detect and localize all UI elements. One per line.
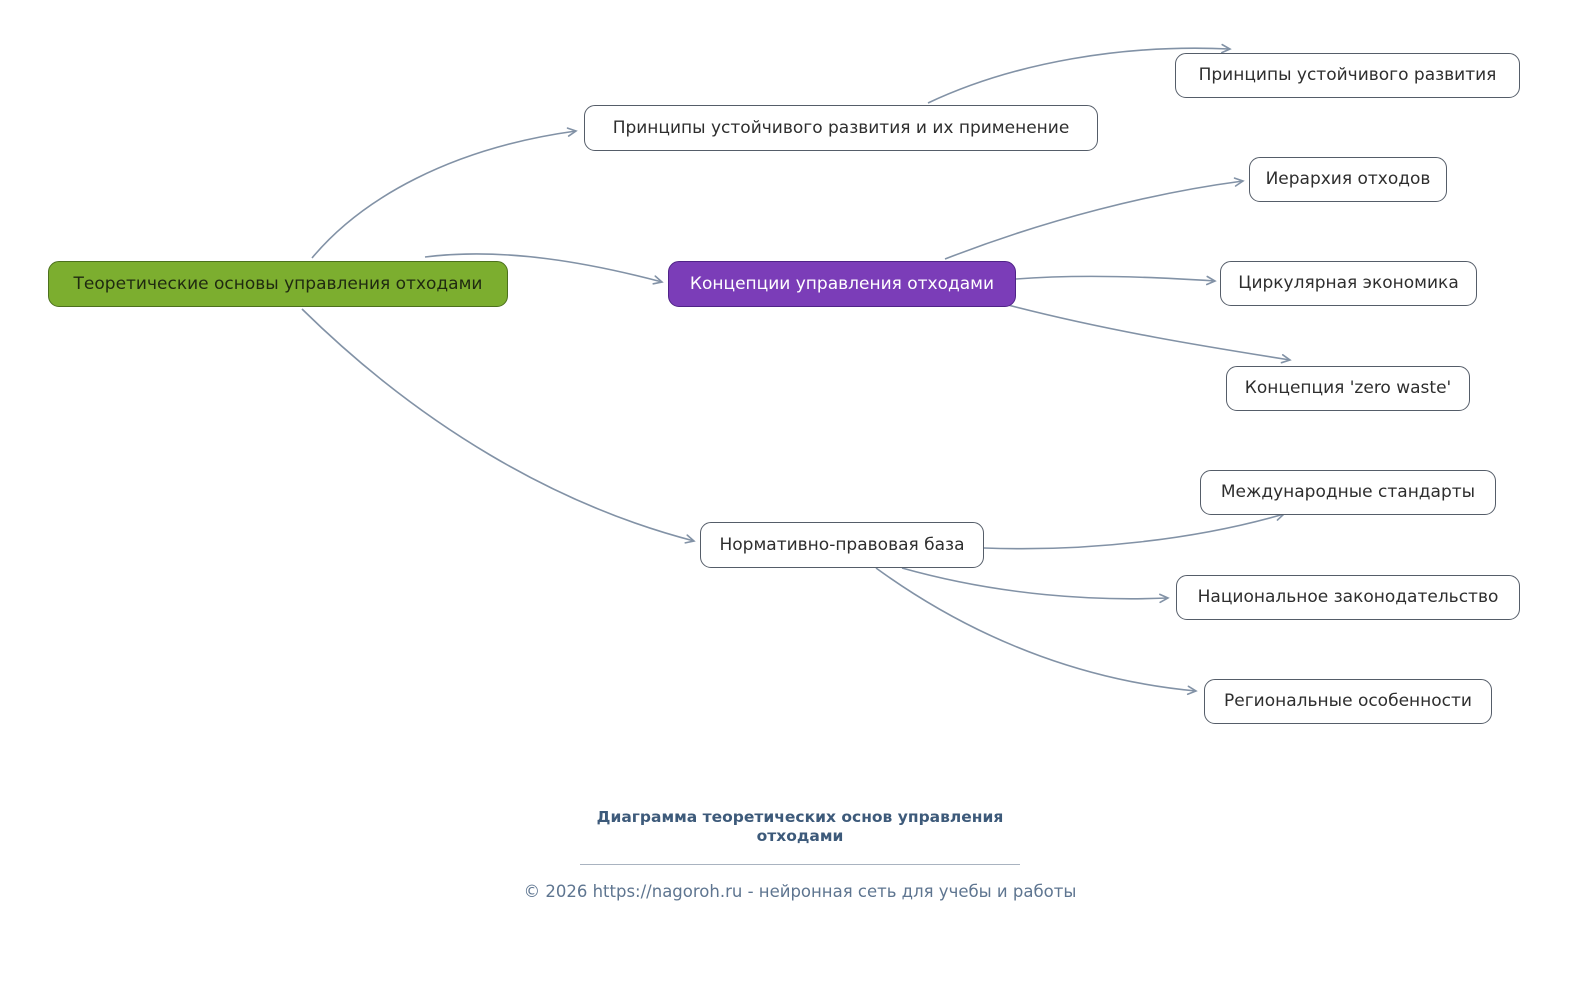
node-legal-framework: Нормативно-правовая база	[700, 522, 984, 568]
node-sustainable-development-principles: Принципы устойчивого развития	[1175, 53, 1520, 98]
edge-concepts-to-circular	[1015, 275, 1217, 286]
node-sustainable-development-principles-application: Принципы устойчивого развития и их приме…	[584, 105, 1098, 151]
edge-legal-to-national-law	[901, 567, 1170, 604]
node-circular-economy: Циркулярная экономика	[1220, 261, 1477, 306]
diagram-caption: Диаграмма теоретических основ управления…	[596, 808, 1004, 845]
edge-concepts-to-zero-waste	[1007, 304, 1292, 364]
diagram-footer: Диаграмма теоретических основ управления…	[390, 808, 1210, 901]
node-national-legislation: Национальное законодательство	[1176, 575, 1520, 620]
copyright-prefix: © 2026	[523, 882, 593, 901]
edge-concepts-to-hierarchy	[944, 177, 1245, 260]
copyright-suffix: - нейронная сеть для учебы и работы	[742, 882, 1077, 901]
edge-root-to-legal	[301, 308, 696, 544]
edge-legal-to-intl-standards	[983, 511, 1286, 550]
node-international-standards: Международные стандарты	[1200, 470, 1496, 515]
edge-principles-to-child	[927, 43, 1232, 104]
node-waste-management-concepts: Концепции управления отходами	[668, 261, 1016, 307]
node-root-theoretical-foundations: Теоретические основы управления отходами	[48, 261, 508, 307]
edge-root-to-principles	[311, 127, 578, 259]
node-regional-features: Региональные особенности	[1204, 679, 1492, 724]
edge-legal-to-regional	[875, 567, 1198, 696]
site-link[interactable]: https://nagoroh.ru	[592, 882, 743, 901]
copyright-line: © 2026 https://nagoroh.ru - нейронная се…	[390, 882, 1210, 901]
edge-root-to-concepts	[424, 253, 664, 285]
node-zero-waste-concept: Концепция 'zero waste'	[1226, 366, 1470, 411]
node-waste-hierarchy: Иерархия отходов	[1249, 157, 1447, 202]
footer-divider	[580, 864, 1020, 865]
